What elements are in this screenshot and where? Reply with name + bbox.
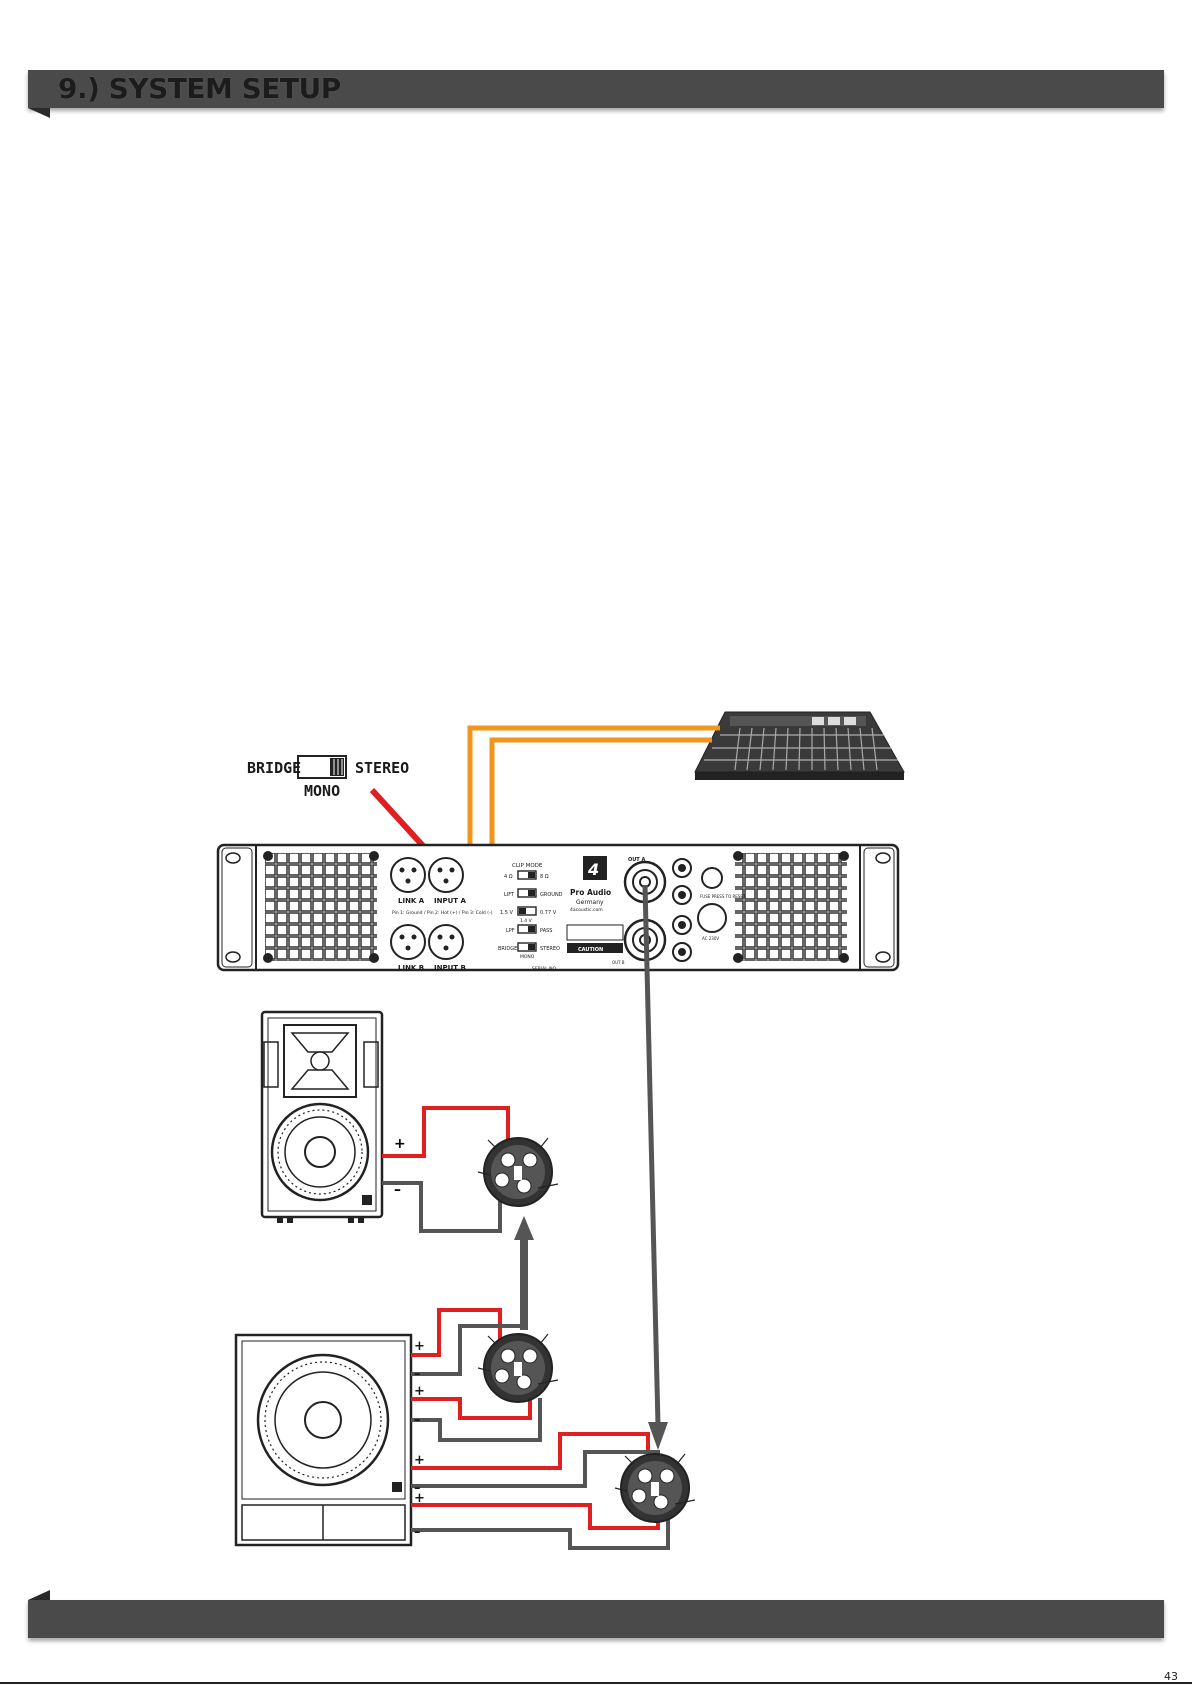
- sub-minus-1: –: [414, 1367, 421, 1382]
- label-pass: PASS: [540, 928, 552, 934]
- label-mono: MONO: [520, 954, 535, 960]
- sub-upper-wiring: [411, 1308, 542, 1442]
- mode-switch: [297, 755, 347, 779]
- amp-out-arrow: [642, 884, 661, 1426]
- label-out-b: OUT B: [612, 960, 625, 965]
- top-speaker-wiring: [382, 1106, 510, 1233]
- brand-logo-4: 4: [587, 860, 599, 879]
- label-bridge: BRIDGE: [498, 946, 517, 952]
- link-arrow-sub-to-top-head: [514, 1216, 534, 1240]
- amplifier-rear-panel: [216, 843, 900, 972]
- label-ground: GROUND: [540, 892, 563, 898]
- label-serial: SERIAL NO.: [532, 966, 557, 972]
- speakon-connector-sub: [477, 1333, 559, 1403]
- switch-label-stereo: STEREO: [355, 759, 409, 777]
- sub-plus-4: +: [414, 1491, 425, 1506]
- top-plus: +: [394, 1136, 406, 1152]
- brand-pro-audio: Pro Audio: [570, 888, 611, 897]
- page-bottom-rule: [0, 1682, 1192, 1684]
- label-wiring-note: Pin 1: Ground / Pin 2: Hot (+) / Pin 3: …: [392, 910, 493, 916]
- label-lift: LIFT: [504, 892, 515, 898]
- sub-minus-4: –: [414, 1525, 421, 1540]
- top-minus: –: [394, 1182, 401, 1198]
- label-1-4v: 1.4 V: [520, 918, 533, 924]
- speakon-connector-amp: [614, 1453, 696, 1523]
- page-title: 9.) SYSTEM SETUP: [58, 72, 341, 105]
- brand-site: 4acoustic.com: [570, 907, 603, 913]
- amp-out-arrow-head: [648, 1422, 668, 1450]
- header-fold: [28, 108, 50, 118]
- sub-plus-1: +: [414, 1339, 425, 1354]
- switch-label-bridge: BRIDGE: [247, 759, 301, 777]
- header-bar: [28, 70, 1164, 108]
- label-input-a: INPUT A: [434, 897, 466, 905]
- label-caution: CAUTION: [578, 947, 603, 953]
- sub-plus-3: +: [414, 1453, 425, 1468]
- sub-plus-2: +: [414, 1384, 425, 1399]
- switch-label-mono: MONO: [304, 782, 340, 800]
- top-speaker-cabinet: [260, 1010, 384, 1223]
- label-1-5v: 1.5 V: [500, 910, 514, 916]
- label-clip-mode: CLIP MODE: [512, 863, 543, 869]
- label-8-ohm: 8 Ω: [540, 874, 549, 880]
- label-out-a: OUT A: [628, 857, 645, 863]
- label-link-b: LINK B: [398, 964, 424, 972]
- footer-fold: [28, 1590, 50, 1600]
- footer-bar: [28, 1600, 1164, 1638]
- sub-minus-3: –: [414, 1481, 421, 1496]
- label-stereo: STEREO: [540, 946, 560, 952]
- label-fuse: FUSE PRESS TO RESET: [700, 894, 746, 899]
- mixing-console: [694, 711, 905, 780]
- sub-minus-2: –: [414, 1413, 421, 1428]
- label-ac: AC 230V: [702, 936, 719, 941]
- speakon-connector-top: [477, 1137, 559, 1207]
- label-input-b: INPUT B: [434, 964, 466, 972]
- label-link-a: LINK A: [398, 897, 425, 905]
- page-number: 43: [1164, 1670, 1178, 1683]
- label-4-ohm: 4 Ω: [504, 874, 513, 880]
- label-lpf: LPF: [506, 928, 515, 934]
- subwoofer-cabinet: [234, 1333, 413, 1547]
- label-0-77v: 0.77 V: [540, 910, 557, 916]
- brand-germany: Germany: [576, 899, 604, 906]
